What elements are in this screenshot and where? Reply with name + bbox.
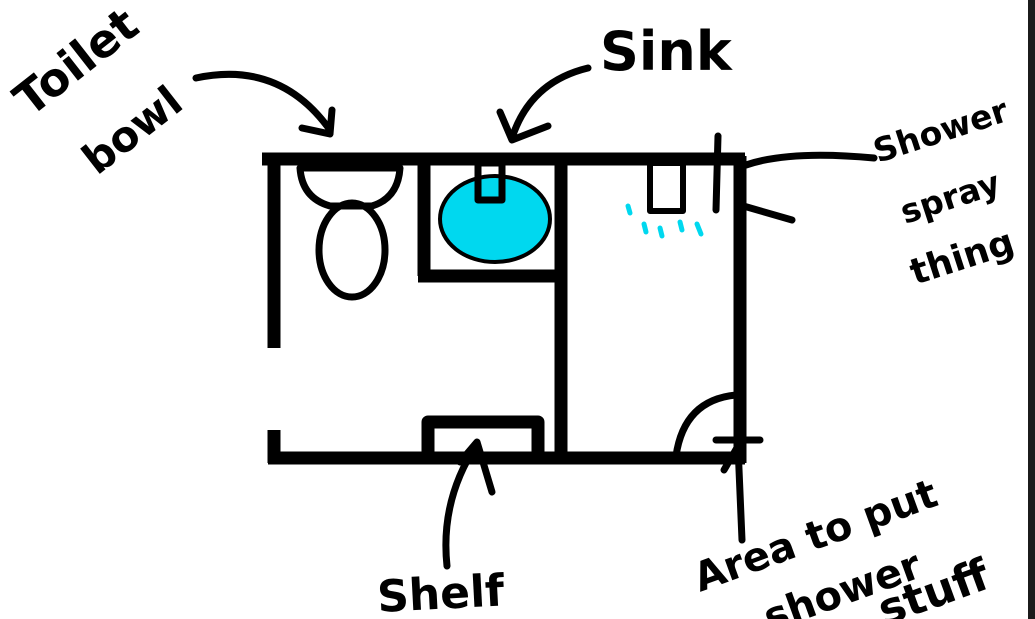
interior-walls	[417, 159, 568, 458]
shower-spray-thing	[625, 160, 704, 239]
shower-head	[647, 160, 686, 214]
label-shower-line1: Shower	[868, 90, 1013, 170]
shower-stuff-corner-area	[672, 391, 740, 460]
toilet-seat	[315, 199, 389, 301]
toilet-tank	[296, 164, 404, 210]
window-edge-bar	[1028, 0, 1035, 619]
arrow-shower	[712, 132, 878, 224]
label-shelf: Shelf	[376, 565, 506, 619]
label-toilet-line2: bowl	[73, 76, 192, 184]
arrow-toilet	[192, 70, 336, 138]
toilet-bowl	[296, 164, 404, 301]
sink-faucet	[474, 159, 506, 204]
arrows	[192, 64, 878, 570]
arrow-sink	[496, 64, 592, 144]
label-sink: Sink	[600, 20, 733, 83]
label-shower-line3: thing	[905, 222, 1019, 294]
water-drops	[625, 203, 704, 239]
shelf	[421, 415, 545, 458]
sink-basin	[438, 174, 552, 264]
arrow-area	[712, 436, 764, 544]
labels: Toilet bowl Sink Shower spray thing Shel…	[4, 0, 1020, 619]
shelf-box	[421, 415, 545, 458]
sink	[438, 159, 552, 264]
label-shower-line2: spray	[895, 163, 1004, 232]
arrow-shelf	[442, 438, 496, 570]
